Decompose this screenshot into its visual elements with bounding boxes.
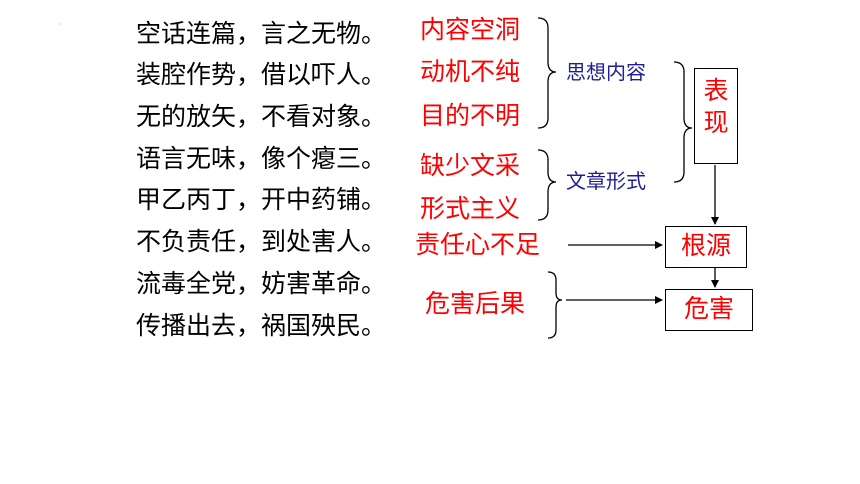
label-dongji-buchun: 动机不纯 <box>420 57 521 86</box>
brace-biaoxian <box>673 61 693 183</box>
verse-line-3: 无的放矢，不看对象。 <box>136 102 387 131</box>
box-biaoxian: 表现 <box>694 68 738 164</box>
box-genyuan-text: 根源 <box>680 231 731 260</box>
verse-line-6: 不负责任，到处害人。 <box>136 227 387 256</box>
verse-line-5: 甲乙丙丁，开中药铺。 <box>136 185 387 214</box>
decorative-dot: · <box>58 20 61 29</box>
label-queshao-wencai: 缺少文采 <box>420 151 521 180</box>
label-weihai-houguo: 危害后果 <box>425 289 526 318</box>
box-weihai: 危害 <box>665 289 753 331</box>
label-mudi-buming: 目的不明 <box>420 101 521 130</box>
brace-content <box>537 17 557 129</box>
brace-harm <box>547 271 563 339</box>
brace-form <box>537 149 557 221</box>
label-xingshi-zhuyi: 形式主义 <box>420 194 521 223</box>
verse-line-8: 传播出去，祸国殃民。 <box>136 311 387 340</box>
box-weihai-text: 危害 <box>683 294 734 323</box>
group-label-form: 文章形式 <box>566 169 646 193</box>
label-zerenxin-buzu: 责任心不足 <box>415 230 541 259</box>
verse-line-4: 语言无味，像个瘪三。 <box>136 144 387 173</box>
verse-line-1: 空话连篇，言之无物。 <box>136 19 387 48</box>
verse-line-7: 流毒全党，妨害革命。 <box>136 269 387 298</box>
verse-line-2: 装腔作势，借以吓人。 <box>136 60 387 89</box>
group-label-content: 思想内容 <box>566 60 646 84</box>
label-neirong-kongdong: 内容空洞 <box>420 15 521 44</box>
box-biaoxian-text: 表现 <box>703 76 729 137</box>
box-genyuan: 根源 <box>665 226 747 268</box>
